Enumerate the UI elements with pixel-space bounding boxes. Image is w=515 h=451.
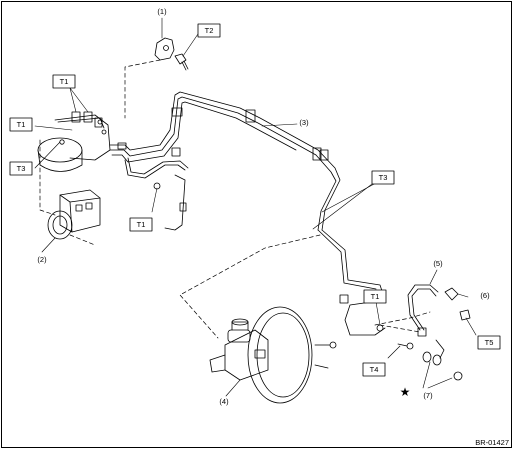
- hydraulic-unit-assembly: [34, 87, 111, 172]
- abs-unit-part-2: [41, 189, 101, 253]
- bolt-t5: [459, 309, 477, 336]
- torque-box-t1-left: T1: [9, 117, 33, 132]
- torque-box-t1-right: T1: [363, 289, 387, 304]
- label-part-7: (7): [423, 391, 433, 400]
- label-part-5: (5): [433, 259, 443, 268]
- brake-pipe-bundle-part-3: [109, 91, 386, 336]
- svg-text:T1: T1: [371, 292, 380, 301]
- torque-box-t5: T5: [477, 335, 501, 350]
- union-bolt-part-7: [387, 339, 463, 389]
- svg-text:T3: T3: [17, 164, 26, 173]
- torque-box-t1-top: T1: [52, 74, 76, 89]
- bracket-part-1: [154, 17, 175, 61]
- label-part-1: (1): [157, 7, 167, 16]
- svg-text:T1: T1: [137, 220, 146, 229]
- torque-box-t1-bottom: T1: [129, 217, 153, 232]
- torque-box-t4: T4: [362, 362, 386, 377]
- bolt-t2: [174, 33, 199, 71]
- svg-text:T1: T1: [17, 120, 26, 129]
- figure-code: BR-01427: [475, 438, 509, 447]
- torque-box-t3-right: T3: [371, 170, 395, 185]
- brake-hose-part-5: [407, 269, 439, 337]
- svg-text:T3: T3: [379, 173, 388, 182]
- star-icon: ★: [400, 385, 411, 399]
- label-part-2: (2): [37, 255, 47, 264]
- svg-text:T5: T5: [485, 338, 494, 347]
- label-part-6: (6): [480, 291, 490, 300]
- svg-text:T4: T4: [370, 365, 379, 374]
- clip-part-6: [444, 287, 469, 301]
- label-part-4: (4): [219, 397, 229, 406]
- svg-text:T1: T1: [60, 77, 69, 86]
- label-part-3: (3): [299, 118, 309, 127]
- torque-box-t3-left: T3: [9, 161, 33, 176]
- brake-booster-part-4: [209, 306, 337, 404]
- torque-box-t2: T2: [197, 23, 221, 38]
- svg-text:T2: T2: [205, 26, 214, 35]
